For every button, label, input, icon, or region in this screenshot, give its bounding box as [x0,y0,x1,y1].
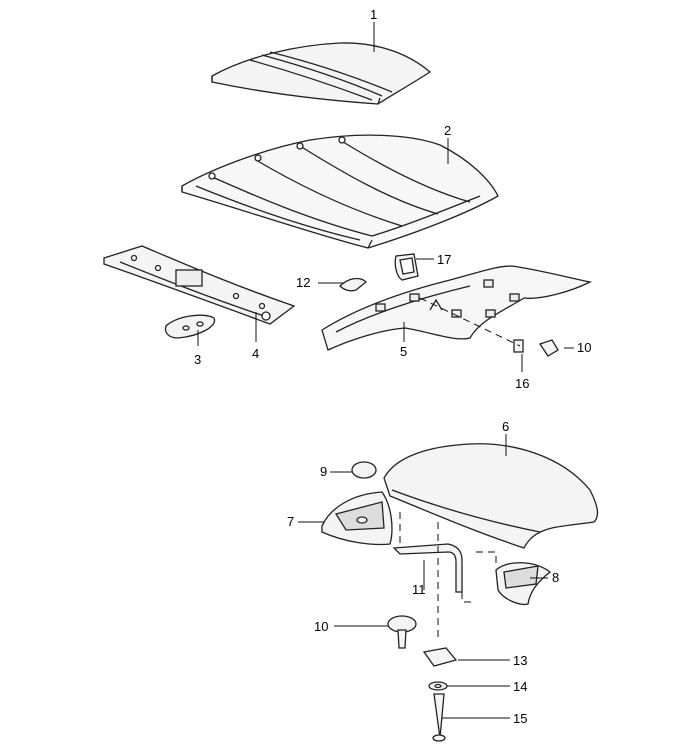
callout-5: 5 [400,344,407,359]
callout-3: 3 [194,352,201,367]
part-10-fastener-lower[interactable] [387,615,417,649]
leader-lines [197,22,574,719]
part-4-rail-bracket[interactable] [103,245,296,325]
part-7-speaker-grille[interactable] [321,491,393,546]
callout-8: 8 [552,570,559,585]
callout-13: 13 [513,653,527,668]
callout-labels: 1 2 3 4 5 6 7 8 9 10 10 11 12 13 14 15 1… [194,7,591,726]
part-17-cap[interactable] [394,253,419,281]
part-9-cap[interactable] [351,461,377,479]
callout-16: 16 [515,376,529,391]
part-12-clip[interactable] [339,277,367,292]
part-11-rail[interactable] [392,543,463,593]
part-10-fastener-upper[interactable] [538,339,559,357]
part-3-clip[interactable] [164,314,216,339]
callout-6: 6 [502,419,509,434]
part-13-nut-clip[interactable] [422,647,458,667]
callout-10-lower: 10 [314,619,328,634]
callout-9: 9 [320,464,327,479]
callout-17: 17 [437,252,451,267]
callout-2: 2 [444,123,451,138]
part-5-side-trim[interactable] [321,265,592,351]
part-16-clip[interactable] [513,339,524,353]
part-2-roof-frame[interactable] [181,134,499,249]
callout-7: 7 [287,514,294,529]
callout-10-upper: 10 [577,340,591,355]
callout-15: 15 [513,711,527,726]
callout-12: 12 [296,275,310,290]
part-1-headliner-pad[interactable] [211,42,432,105]
callout-1: 1 [370,7,377,22]
part-14-washer[interactable] [428,681,448,691]
part-8-speaker-grille[interactable] [495,562,552,606]
part-15-screw[interactable] [432,693,446,742]
callout-4: 4 [252,346,259,361]
callout-14: 14 [513,679,527,694]
part-6-cover[interactable] [383,443,599,549]
callout-11: 11 [412,582,426,597]
